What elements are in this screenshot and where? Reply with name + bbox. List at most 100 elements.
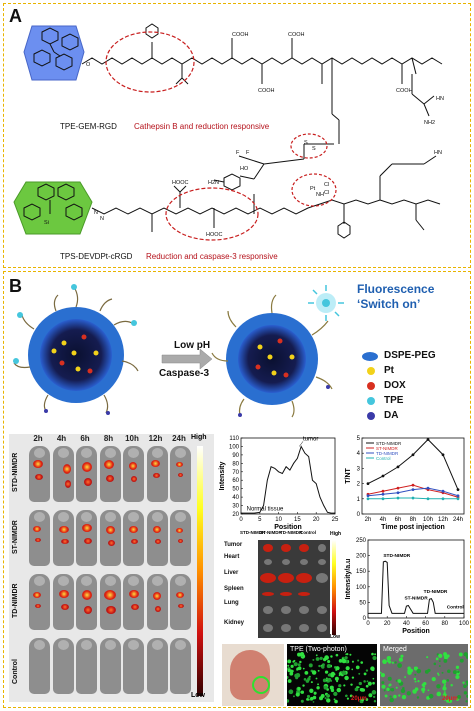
green-signal-dot bbox=[290, 664, 294, 668]
green-signal-dot bbox=[358, 672, 361, 675]
green-signal-dot bbox=[389, 695, 392, 698]
fluorescence-signal bbox=[35, 538, 41, 542]
organ-label: Heart bbox=[224, 554, 240, 560]
mouse-image bbox=[146, 574, 168, 630]
fluorescence-signal bbox=[58, 526, 69, 533]
green-signal-dot bbox=[463, 684, 467, 689]
data-point bbox=[396, 486, 400, 490]
upper-backbone bbox=[81, 57, 443, 65]
green-signal-dot bbox=[436, 691, 442, 697]
panel-b-label: B bbox=[9, 276, 22, 296]
green-signal-dot bbox=[315, 654, 318, 657]
green-signal-dot bbox=[344, 675, 349, 681]
y-tick-label: 3 bbox=[357, 466, 361, 472]
y-axis-label: Intensity bbox=[219, 462, 226, 491]
green-signal-dot bbox=[327, 659, 331, 664]
green-signal-dot bbox=[334, 676, 339, 681]
mouse-head bbox=[104, 448, 116, 458]
green-signal-dot bbox=[372, 655, 377, 661]
green-signal-dot bbox=[338, 658, 343, 663]
y-tick-label: 20 bbox=[232, 512, 239, 518]
fluorescence-signal bbox=[152, 592, 161, 600]
green-signal-dot bbox=[322, 678, 327, 683]
data-point bbox=[381, 492, 385, 496]
green-signal-dot bbox=[338, 674, 341, 677]
mouse-head bbox=[128, 640, 139, 650]
x-tick-label: 8h bbox=[410, 517, 417, 523]
mouse-image bbox=[99, 638, 121, 694]
y-tick-label: 50 bbox=[232, 487, 239, 493]
panel-a-structures: COOH COOH COOH COOH HOOC HOOC HN NH2 HN … bbox=[13, 23, 444, 241]
legend-label: DSPE-PEG bbox=[384, 350, 436, 361]
green-signal-dot bbox=[312, 658, 315, 661]
green-signal-dot bbox=[384, 694, 388, 698]
green-signal-dot bbox=[335, 653, 339, 657]
green-signal-dot bbox=[287, 699, 290, 703]
mouse-image bbox=[52, 574, 74, 630]
x-tick-label: 40 bbox=[403, 621, 410, 627]
green-signal-dot bbox=[324, 670, 329, 674]
green-signal-dot bbox=[431, 677, 436, 682]
legend-item: DSPE-PEG bbox=[362, 350, 470, 364]
mouse-head bbox=[34, 640, 45, 650]
caspase-ellipse bbox=[165, 187, 259, 241]
green-signal-dot bbox=[386, 687, 390, 691]
mouse-head bbox=[104, 640, 116, 650]
green-signal-dot bbox=[309, 688, 314, 693]
row-label-td: TD-NIMDR bbox=[12, 583, 19, 618]
data-point bbox=[366, 482, 370, 485]
y-tick-label: 4 bbox=[357, 451, 361, 457]
green-signal-dot bbox=[462, 681, 465, 684]
green-signal-dot bbox=[436, 684, 441, 689]
green-signal-dot bbox=[414, 680, 417, 683]
mouse-image bbox=[123, 510, 144, 566]
mouse-image bbox=[170, 574, 191, 630]
green-signal-dot bbox=[436, 672, 439, 675]
mouse-image bbox=[99, 510, 121, 566]
green-signal-dot bbox=[416, 696, 420, 699]
green-signal-dot bbox=[427, 689, 430, 692]
fluorescence-signal bbox=[60, 539, 69, 544]
x-axis-label: Position bbox=[402, 628, 430, 635]
plot-frame bbox=[361, 437, 465, 515]
tpe-glow bbox=[308, 285, 344, 321]
y-tick-label: 100 bbox=[229, 444, 240, 450]
mouse-head bbox=[57, 512, 69, 522]
green-signal-dot bbox=[466, 682, 468, 686]
green-signal-dot bbox=[414, 673, 417, 676]
green-signal-dot bbox=[326, 698, 331, 703]
green-signal-dot bbox=[381, 681, 385, 685]
group-hooc-1: HOOC bbox=[172, 180, 189, 186]
green-signal-dot bbox=[315, 677, 318, 680]
group-s-1: S bbox=[304, 140, 308, 146]
legend-label: DA bbox=[384, 410, 399, 421]
fluorescence-signal bbox=[82, 590, 92, 600]
green-signal-dot bbox=[428, 693, 434, 699]
green-signal-dot bbox=[416, 668, 422, 674]
mouse-head bbox=[81, 512, 92, 522]
green-signal-dot bbox=[330, 655, 333, 658]
panel-a: A bbox=[3, 3, 471, 268]
green-signal-dot bbox=[395, 686, 398, 689]
panel-a-label: A bbox=[9, 6, 22, 26]
organ-scale-high: High bbox=[330, 531, 342, 537]
mouse-head bbox=[151, 640, 163, 650]
tps-rings bbox=[23, 183, 83, 221]
green-signal-dot bbox=[355, 665, 360, 670]
green-signal-dot bbox=[372, 681, 375, 685]
group-cooh-1: COOH bbox=[232, 32, 249, 38]
legend-swatch bbox=[362, 352, 378, 361]
data-point bbox=[366, 494, 370, 498]
data-point bbox=[441, 453, 445, 457]
green-signal-dot bbox=[406, 691, 411, 696]
mouse-head bbox=[34, 448, 45, 458]
x-tick-label: 25 bbox=[332, 517, 339, 523]
mouse-head bbox=[81, 448, 92, 458]
x-tick-label: 5 bbox=[258, 517, 262, 523]
green-signal-dot bbox=[293, 662, 298, 667]
mouse-head bbox=[104, 512, 116, 522]
green-signal-dot bbox=[302, 667, 305, 670]
x-axis-label: Position bbox=[274, 524, 302, 531]
